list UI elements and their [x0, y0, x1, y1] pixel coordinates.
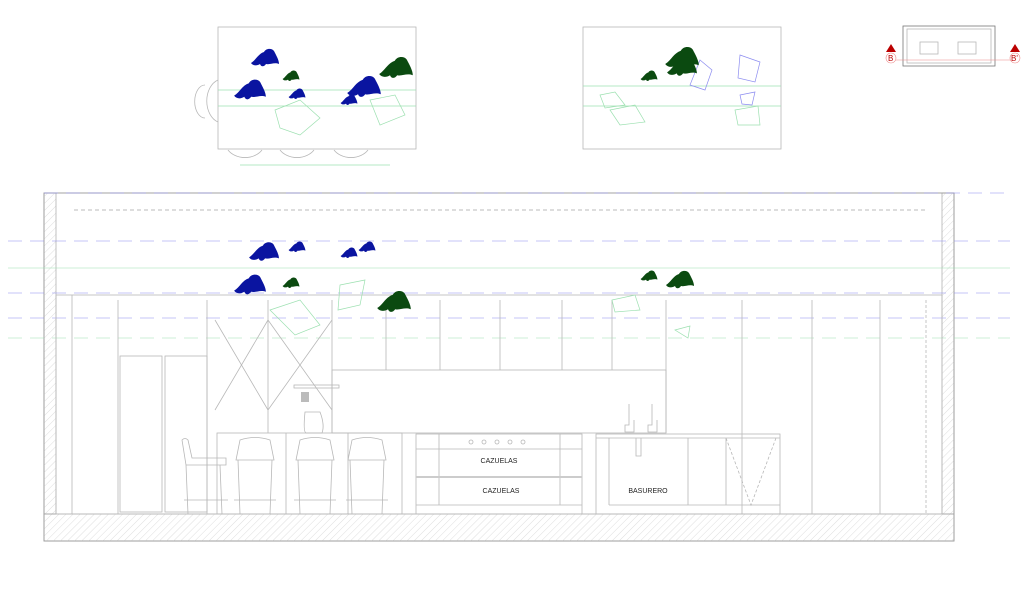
- faucet-icon: [624, 404, 658, 433]
- kitchen-elevation: CAZUELAS CAZUELAS BASURERO: [8, 192, 1010, 542]
- bar-stool: [346, 437, 388, 515]
- plant-foliage-green: [282, 270, 694, 312]
- cooktop-cabinet: [415, 433, 583, 515]
- drawer-label-cazuelas-upper: CAZUELAS: [481, 458, 518, 465]
- section-marker-right: B': [1011, 54, 1018, 63]
- section-arrow-icon: [886, 44, 896, 52]
- section-arrow-icon: [1010, 44, 1020, 52]
- cooktop-knobs: [468, 439, 526, 445]
- key-plan: B B': [885, 25, 1021, 67]
- drawer-label-basurero: BASURERO: [628, 488, 668, 495]
- section-marker-left: B: [888, 54, 893, 63]
- plan-view-sink: [582, 26, 782, 150]
- wine-rack: [119, 355, 163, 513]
- plan-view-island: [194, 26, 417, 166]
- bar-stool: [181, 438, 228, 515]
- shelf: [293, 384, 340, 389]
- sink-cabinet: [595, 433, 781, 515]
- bar-stool: [294, 437, 336, 515]
- blender: [303, 411, 324, 434]
- bar-stool: [234, 437, 276, 515]
- wine-rack: [164, 355, 208, 513]
- plant-foliage-blue: [234, 48, 381, 105]
- plant-foliage-green: [640, 47, 699, 81]
- drawer-label-cazuelas-lower: CAZUELAS: [483, 488, 520, 495]
- appliance: [301, 392, 309, 402]
- plant-foliage-green: [282, 57, 413, 81]
- island-counter: [216, 432, 403, 515]
